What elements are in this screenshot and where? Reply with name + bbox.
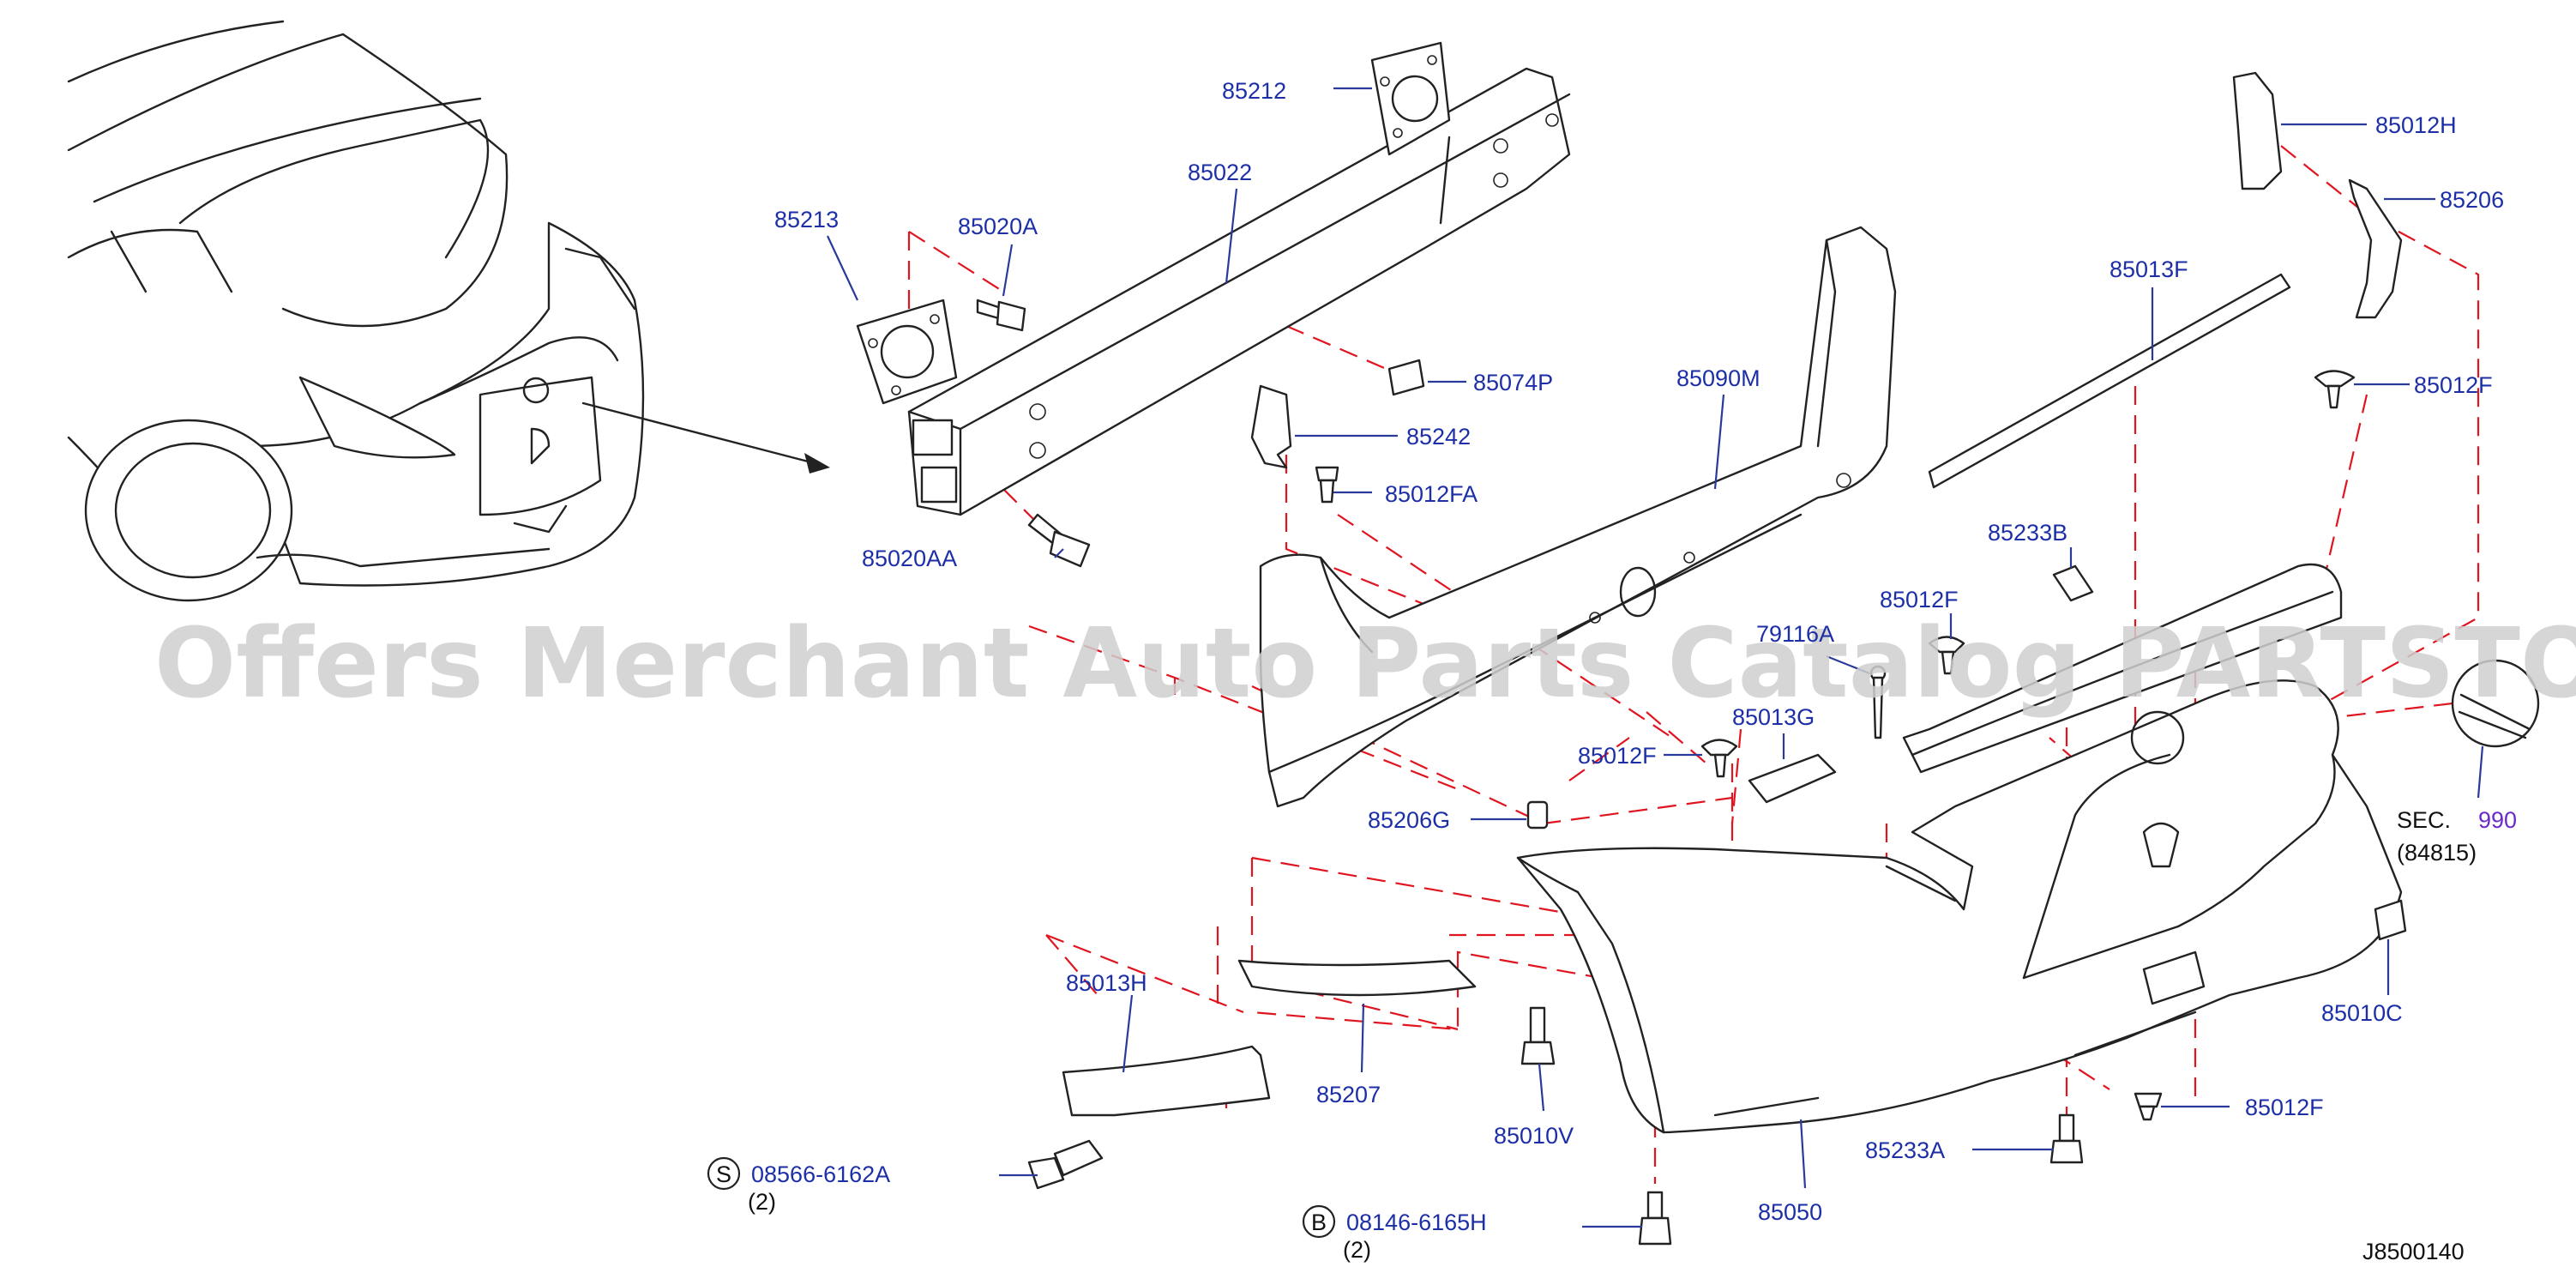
- molding-85013F: [1928, 273, 2291, 489]
- bracket-85207: [1237, 959, 1477, 997]
- section-prefix: SEC.: [2397, 807, 2451, 833]
- label-85020A[interactable]: 85020A: [958, 214, 1038, 239]
- label-85233B[interactable]: 85233B: [1988, 520, 2067, 546]
- label-79116A[interactable]: 79116A: [1756, 621, 1834, 647]
- pad-85013G: [1748, 753, 1837, 804]
- bracket-85012H: [2232, 71, 2283, 190]
- bracket-85212: [1370, 41, 1451, 156]
- overview-arrow-head: [804, 453, 830, 474]
- part-labels: 85212 85022 85213 85020A 85020AA 85074P …: [774, 78, 2504, 1225]
- hardware-08566[interactable]: S 08566-6162A (2): [707, 1156, 890, 1215]
- label-85013F[interactable]: 85013F: [2110, 256, 2188, 282]
- screw-08146: [1638, 1191, 1672, 1246]
- absorber-85090M: [1259, 226, 1897, 808]
- prefix-circle-b: [1302, 1204, 1336, 1239]
- label-85013G[interactable]: 85013G: [1732, 704, 1815, 730]
- prefix-circle-s: [707, 1156, 741, 1191]
- section-reference[interactable]: SEC. 990 (84815): [2397, 807, 2517, 866]
- label-85012FA[interactable]: 85012FA: [1385, 481, 1478, 507]
- bracket-85242: [1250, 384, 1292, 469]
- reinforcement-beam-85022: [907, 67, 1571, 516]
- bolt-85020AA: [1027, 513, 1091, 568]
- label-85242[interactable]: 85242: [1406, 424, 1471, 449]
- pad-85010C: [2374, 899, 2407, 941]
- pin-79116A: [1869, 665, 1887, 739]
- watermark-text: Offers Merchant Auto Parts Catalog PARTS…: [154, 608, 2576, 720]
- bumper-fascia-85050: [1516, 563, 2403, 1134]
- label-85206[interactable]: 85206: [2440, 187, 2504, 213]
- label-85207[interactable]: 85207: [1316, 1082, 1381, 1107]
- label-85020AA[interactable]: 85020AA: [862, 546, 957, 571]
- car-overview: [67, 20, 645, 602]
- label-85212[interactable]: 85212: [1222, 78, 1286, 104]
- leader-lines: [827, 87, 2484, 1228]
- diagram-code: J8500140: [2362, 1239, 2465, 1264]
- clip-85012FA: [1315, 466, 1339, 504]
- label-85050[interactable]: 85050: [1758, 1199, 1822, 1225]
- label-85013H[interactable]: 85013H: [1066, 970, 1147, 996]
- label-85206G[interactable]: 85206G: [1368, 807, 1450, 833]
- label-85012F-3[interactable]: 85012F: [1578, 743, 1657, 769]
- trim-990: [2451, 659, 2540, 748]
- overview-arrow-line: [581, 401, 816, 465]
- screw-85010V: [1520, 1006, 1556, 1065]
- label-85012F-4[interactable]: 85012F: [2245, 1095, 2324, 1120]
- label-85213[interactable]: 85213: [774, 207, 839, 232]
- label-85022[interactable]: 85022: [1188, 160, 1252, 185]
- qty-08146: (2): [1343, 1237, 1371, 1263]
- label-08566-6162A[interactable]: 08566-6162A: [751, 1161, 890, 1187]
- section-sub: (84815): [2397, 840, 2477, 866]
- prefix-b: B: [1311, 1210, 1327, 1235]
- label-85010V[interactable]: 85010V: [1494, 1123, 1574, 1149]
- grommet-85206G: [1526, 800, 1549, 830]
- label-85233A[interactable]: 85233A: [1865, 1137, 1945, 1163]
- screw-85233A: [2049, 1113, 2084, 1164]
- qty-08566: (2): [748, 1189, 776, 1215]
- label-85012F-2[interactable]: 85012F: [1880, 587, 1959, 612]
- section-number[interactable]: 990: [2478, 807, 2517, 833]
- label-85012H[interactable]: 85012H: [2375, 112, 2457, 138]
- label-85090M[interactable]: 85090M: [1676, 365, 1760, 391]
- clip-85074P: [1387, 359, 1425, 396]
- label-85074P[interactable]: 85074P: [1473, 370, 1553, 395]
- label-85010C[interactable]: 85010C: [2321, 1000, 2403, 1026]
- bolt-85020A: [976, 299, 1026, 332]
- stay-85206: [2348, 178, 2403, 319]
- clip-85012F-left: [1700, 739, 1738, 778]
- bracket-85013H: [1062, 1045, 1271, 1117]
- label-08146-6165H[interactable]: 08146-6165H: [1346, 1210, 1487, 1235]
- hardware-08146[interactable]: B 08146-6165H (2): [1302, 1204, 1487, 1263]
- nut-85233B: [2052, 564, 2094, 602]
- clip-85012F-top: [2314, 370, 2356, 409]
- clip-85012F-mid: [1928, 636, 1965, 675]
- screw-08566: [1027, 1139, 1104, 1190]
- prefix-s: S: [716, 1161, 731, 1187]
- clip-85012F-bottom: [2134, 1092, 2163, 1121]
- bracket-85213: [856, 299, 958, 405]
- label-85012F-1[interactable]: 85012F: [2414, 372, 2493, 398]
